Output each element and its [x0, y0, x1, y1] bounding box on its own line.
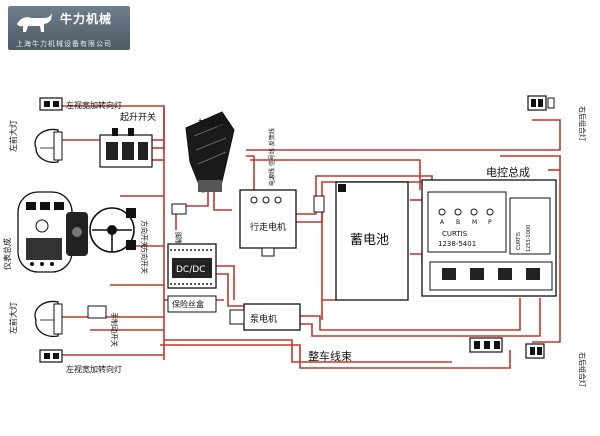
label-small-unit-brand: CURTIS — [516, 232, 522, 250]
dcdc-converter — [167, 243, 217, 289]
fuse-box — [167, 295, 217, 313]
battery — [313, 181, 409, 301]
label-right-rear-light-bottom: 右后组合灯 — [578, 352, 587, 387]
label-dcdc: DC/DC — [176, 265, 205, 275]
label-instrument-assembly: 仪表总成 — [2, 238, 12, 270]
label-harness: 整车线束 — [308, 349, 352, 363]
label-curtis-brand: CURTIS — [442, 230, 468, 238]
label-pump-motor: 泵电机 — [250, 313, 277, 325]
hand-brake-switch — [87, 305, 107, 319]
label-left-headlight-bottom: 左前大灯 — [8, 302, 18, 334]
left-headlight-top — [34, 128, 63, 163]
label-direction-switch: 方向开关 — [140, 246, 149, 274]
label-lift-switch: 起升开关 — [120, 111, 156, 123]
right-rear-light-top — [527, 95, 555, 111]
label-right-rear-light-top: 右后组合灯 — [578, 106, 587, 141]
label-left-width-light-top: 左视宽加转向灯 — [66, 100, 122, 110]
wiring-harness — [60, 105, 561, 369]
foot-brake-switch — [171, 203, 187, 215]
left-width-light-top — [39, 97, 63, 111]
right-rear-light-bottom — [469, 337, 545, 359]
brand-subtitle: 上海牛力机械设备有限公司 — [16, 40, 112, 48]
label-drive-motor: 行走电机 — [250, 221, 286, 233]
label-steering-switch: 方向开关 — [140, 220, 149, 248]
accelerator — [185, 111, 235, 193]
label-terminal-p: P — [488, 219, 492, 226]
instrument-assembly — [17, 191, 73, 273]
label-curtis-model: 1238-5401 — [438, 240, 476, 248]
label-battery: 蓄电池 — [350, 233, 389, 248]
label-terminal-a: A — [440, 219, 445, 226]
label-terminal-b: B — [456, 219, 460, 226]
brand-logo: 牛力机械 上海牛力机械设备有限公司 — [8, 6, 130, 50]
lift-switch — [99, 128, 153, 168]
label-controller: 电控总成 — [486, 165, 530, 179]
direction-switch-device — [126, 208, 136, 250]
label-motor-pins: 电源线 信号线 反馈线 — [268, 128, 276, 186]
label-hand-brake-switch: 手制动开关 — [110, 312, 119, 347]
bull-icon — [17, 13, 52, 32]
label-fuse-box: 保险丝盒 — [172, 299, 204, 309]
pump-motor — [229, 303, 301, 331]
label-left-width-light-bottom: 左视宽加转向灯 — [66, 364, 122, 374]
label-small-unit-model: 1253-1000 — [526, 225, 532, 252]
left-width-light-bottom — [39, 349, 63, 363]
label-left-headlight-top: 左前大灯 — [8, 120, 18, 152]
ignition-key — [66, 212, 88, 256]
label-terminal-m: M — [472, 219, 477, 226]
left-headlight-bottom — [34, 300, 63, 338]
controller-assembly — [421, 179, 557, 297]
steering-wheel — [89, 207, 135, 253]
label-accelerator: 加速器 — [198, 118, 225, 129]
drive-motor — [239, 189, 297, 257]
brand-name: 牛力机械 — [60, 12, 113, 26]
